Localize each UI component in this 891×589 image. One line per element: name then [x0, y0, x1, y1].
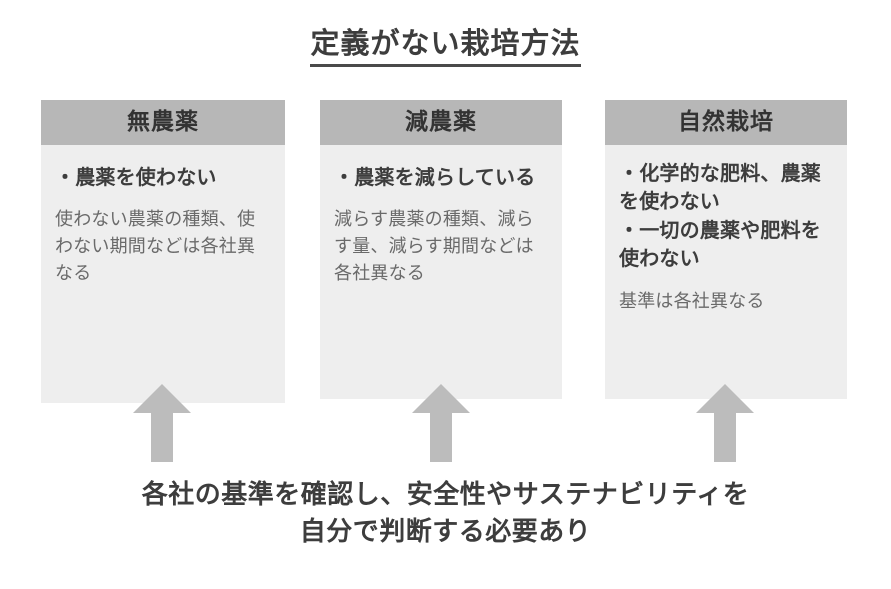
column-body-3: ・化学的な肥料、農薬を使わない ・一切の農薬や肥料を使わない 基準は各社異なる [605, 145, 847, 325]
page-title: 定義がない栽培方法 [310, 26, 581, 67]
footer-conclusion: 各社の基準を確認し、安全性やサステナビリティを 自分で判断する必要あり [0, 477, 891, 551]
column-header-3: 自然栽培 [605, 100, 847, 145]
column-note-3: 基準は各社異なる [619, 290, 765, 312]
column-note-2: 減らす農薬の種類、減らす量、減らす期間などは各社異なる [334, 209, 534, 284]
bullet-item: ・農薬を減らしている [334, 165, 536, 189]
column-card-2: 減農薬 ・農薬を減らしている 減らす農薬の種類、減らす量、減らす期間などは各社異… [320, 100, 562, 399]
bullet-item: ・農薬を使わない [55, 165, 217, 189]
up-arrow-icon [133, 384, 191, 462]
column-card-1: 無農薬 ・農薬を使わない 使わない農薬の種類、使わない期間などは各社異なる [41, 100, 285, 403]
bullet-item: ・一切の農薬や肥料を使わない [619, 217, 821, 271]
column-card-3: 自然栽培 ・化学的な肥料、農薬を使わない ・一切の農薬や肥料を使わない 基準は各… [605, 100, 847, 399]
footer-line-1: 各社の基準を確認し、安全性やサステナビリティを [141, 480, 750, 510]
column-bullets-1: ・農薬を使わない [55, 163, 271, 191]
up-arrow-icon [412, 384, 470, 462]
column-bullets-2: ・農薬を減らしている [334, 163, 548, 191]
column-body-1: ・農薬を使わない 使わない農薬の種類、使わない期間などは各社異なる [41, 145, 285, 297]
column-body-2: ・農薬を減らしている 減らす農薬の種類、減らす量、減らす期間などは各社異なる [320, 145, 562, 297]
column-header-1: 無農薬 [41, 100, 285, 145]
column-header-2: 減農薬 [320, 100, 562, 145]
page-title-container: 定義がない栽培方法 [0, 26, 891, 67]
column-bullets-3: ・化学的な肥料、農薬を使わない ・一切の農薬や肥料を使わない [619, 159, 833, 273]
up-arrow-icon [696, 384, 754, 462]
column-note-1: 使わない農薬の種類、使わない期間などは各社異なる [55, 209, 256, 284]
footer-line-2: 自分で判断する必要あり [299, 516, 592, 547]
bullet-item: ・化学的な肥料、農薬を使わない [619, 161, 821, 214]
